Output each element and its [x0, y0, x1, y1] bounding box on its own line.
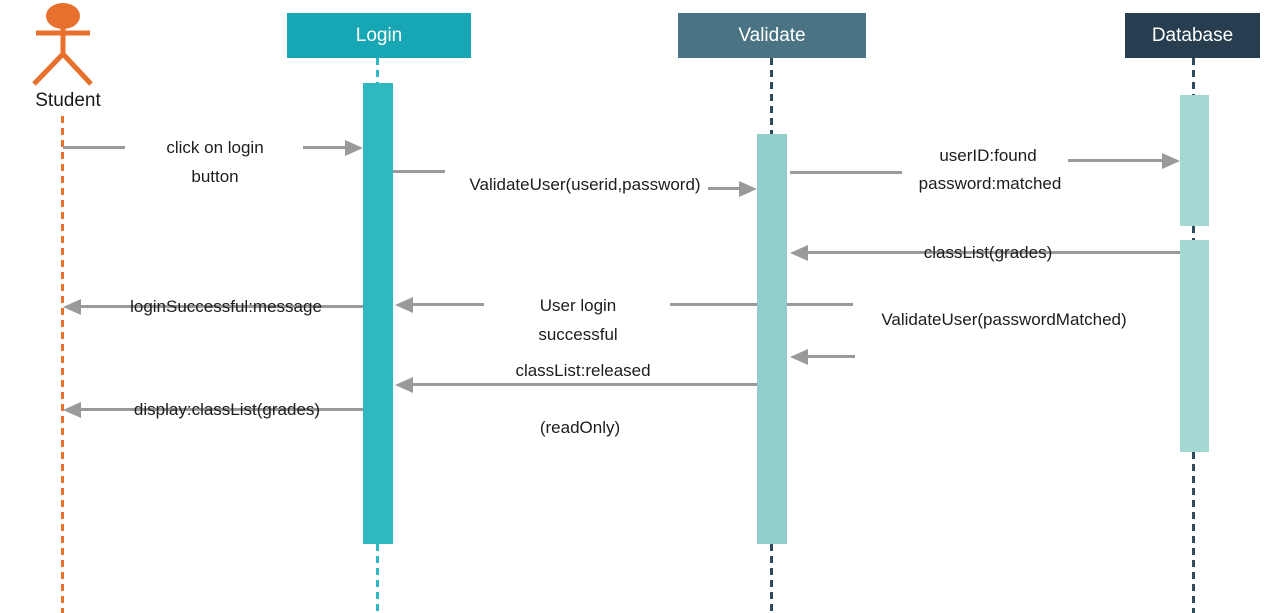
- msg-validate-user-label: ValidateUser(userid,password): [469, 175, 701, 194]
- validate-lifeline-bottom: [770, 544, 773, 613]
- msg-display-classlist-label: display:classList(grades): [133, 400, 321, 419]
- login-lifeline-top: [376, 58, 379, 84]
- login-lifeline-bottom: [376, 544, 379, 613]
- msg-click-login-label-1: click on login: [166, 138, 264, 157]
- msg-display-classlist-line: [80, 408, 364, 411]
- database-label: Database: [1151, 24, 1234, 46]
- arrowhead-right-icon: [345, 140, 363, 156]
- msg-login-successful-line: [80, 305, 364, 308]
- arrowhead-left-icon: [395, 297, 413, 313]
- database-activation-bar-2: [1180, 240, 1209, 452]
- database-activation-bar-1: [1180, 95, 1209, 226]
- arrowhead-left-icon: [790, 349, 808, 365]
- msg-user-found-line-right: [1068, 159, 1163, 162]
- msg-classlist-grades-label: classList(grades): [923, 243, 1053, 262]
- msg-user-login-successful-line-left: [412, 303, 484, 306]
- msg-login-successful-label: loginSuccessful:message: [130, 297, 322, 316]
- msg-click-login-label-2: button: [191, 167, 239, 186]
- arrowhead-right-icon: [739, 181, 757, 197]
- database-lifeline-bottom: [1192, 452, 1195, 613]
- database-header: Database: [1125, 13, 1260, 58]
- arrowhead-left-icon: [790, 245, 808, 261]
- arrowhead-left-icon: [63, 402, 81, 418]
- readonly-note: (readOnly): [539, 418, 621, 437]
- msg-user-login-successful-label-1: User login: [539, 296, 617, 315]
- student-lifeline: [61, 116, 64, 613]
- msg-validate-user-line-right: [708, 187, 740, 190]
- msg-click-login-line-left: [63, 146, 125, 149]
- msg-user-found-label-2: password:matched: [918, 174, 1062, 193]
- student-actor-icon: [32, 3, 93, 86]
- msg-user-found-line-left: [790, 171, 902, 174]
- msg-user-found-label-1: userID:found: [939, 146, 1037, 165]
- validate-activation-bar: [757, 134, 787, 544]
- database-lifeline-mid: [1192, 226, 1195, 240]
- msg-validate-user-line-left: [393, 170, 445, 173]
- arrowhead-left-icon: [395, 377, 413, 393]
- login-header: Login: [287, 13, 471, 58]
- arrowhead-left-icon: [63, 299, 81, 315]
- validate-label: Validate: [738, 24, 806, 46]
- msg-classlist-released-label: classList:released: [515, 361, 651, 380]
- msg-user-login-successful-label-2: successful: [538, 325, 618, 344]
- msg-password-matched-line: [807, 355, 855, 358]
- arrowhead-right-icon: [1162, 153, 1180, 169]
- student-label: Student: [35, 90, 101, 111]
- validate-lifeline-top: [770, 58, 773, 135]
- login-label: Login: [355, 24, 403, 46]
- validate-header: Validate: [678, 13, 866, 58]
- database-lifeline-top: [1192, 58, 1195, 96]
- msg-password-matched-label: ValidateUser(passwordMatched): [881, 310, 1127, 329]
- msg-classlist-released-line: [412, 383, 757, 386]
- msg-classlist-grades-line: [806, 251, 1181, 254]
- msg-click-login-line-right: [303, 146, 346, 149]
- login-activation-bar: [363, 83, 393, 544]
